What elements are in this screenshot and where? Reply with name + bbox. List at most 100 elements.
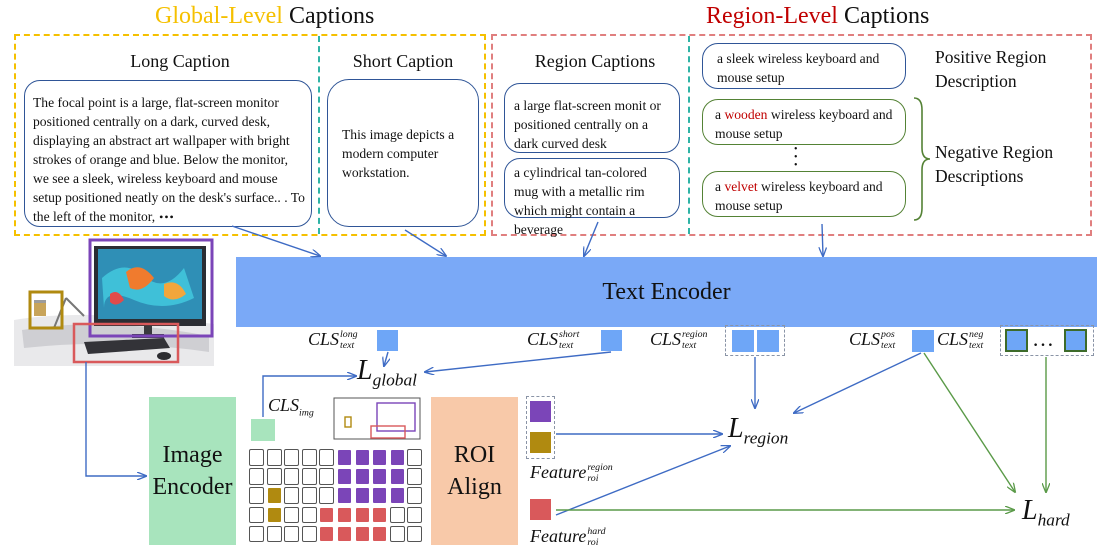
feature-cell	[266, 468, 282, 485]
roi-align-line1: ROI	[453, 442, 496, 468]
roi-align-line2: Align	[447, 474, 502, 500]
feature-cell	[319, 487, 335, 505]
feature-cell	[249, 487, 265, 505]
negative-2-prefix: a	[715, 179, 725, 194]
feature-cell	[354, 468, 370, 485]
feature-cell	[372, 525, 388, 543]
feature-cell	[354, 449, 370, 466]
cls-text-short-square	[601, 330, 622, 351]
positive-region-text: a sleek wireless keyboard and mouse setu…	[717, 51, 880, 85]
feature-cell	[407, 506, 423, 524]
loss-global: Lglobal	[357, 355, 417, 390]
cls-img-label: CLSimg	[268, 395, 314, 419]
positive-label-line1: Positive Region	[935, 47, 1047, 67]
loss-region: Lregion	[728, 413, 789, 448]
loss-hard: Lhard	[1022, 495, 1070, 530]
cls-text-region-square-2	[757, 330, 779, 352]
negative-brace	[913, 97, 931, 221]
feature-cell	[284, 468, 300, 485]
long-caption-box: The focal point is a large, flat-screen …	[24, 80, 312, 227]
feature-cell	[284, 525, 300, 543]
negative-2-word: velvet	[724, 179, 758, 194]
feature-cell	[337, 506, 353, 524]
short-caption-box: This image depicts a modern computer wor…	[327, 79, 479, 227]
negative-region-box-2: a velvet wireless keyboard and mouse set…	[702, 171, 906, 217]
cls-text-pos-square	[912, 330, 934, 352]
feature-cell	[266, 506, 282, 524]
region-level-highlight: Region-Level	[706, 3, 838, 29]
region-caption-2: a cylindrical tan-colored mug with a met…	[504, 158, 680, 237]
negative-vertical-dots: • • •	[794, 144, 798, 171]
image-encoder-line2: Encoder	[152, 474, 233, 500]
feature-cell	[389, 449, 405, 466]
negative-region-label: Negative Region Descriptions	[935, 140, 1053, 188]
mini-region-boxes	[333, 397, 421, 440]
feature-cell	[284, 449, 300, 466]
feature-cell	[319, 525, 335, 543]
feature-cell	[301, 525, 317, 543]
feature-cell	[354, 525, 370, 543]
feature-cell	[407, 468, 423, 485]
feature-cell	[249, 525, 265, 543]
roi-align: ROI Align	[431, 397, 518, 545]
feature-cell	[372, 506, 388, 524]
feature-cell	[301, 506, 317, 524]
text-encoder: Text Encoder	[236, 257, 1097, 327]
feature-cell	[389, 506, 405, 524]
feature-cell	[407, 449, 423, 466]
feature-grid	[249, 449, 425, 545]
short-caption-title: Short Caption	[352, 51, 454, 71]
feature-cell	[319, 506, 335, 524]
region-roi-group	[526, 396, 555, 459]
long-caption-text: The focal point is a large, flat-screen …	[33, 95, 305, 224]
short-caption-text: This image depicts a modern computer wor…	[342, 127, 455, 180]
image-encoder: Image Encoder	[149, 397, 236, 545]
feature-cell	[249, 506, 265, 524]
cls-text-region-square-1	[732, 330, 754, 352]
text-encoder-label: Text Encoder	[602, 278, 731, 305]
negative-label-line2: Descriptions	[935, 166, 1024, 186]
cls-text-neg-ellipsis: …	[1032, 326, 1054, 351]
feature-cell	[372, 468, 388, 485]
region-caption-1-text: a large flat-screen monit or positioned …	[514, 98, 661, 151]
region-captions-title: Region Captions	[534, 51, 656, 71]
cls-text-neg-square-1	[1005, 329, 1028, 352]
long-caption-ellipsis: •••	[159, 210, 175, 224]
feature-cell	[319, 468, 335, 485]
feature-cell	[354, 487, 370, 505]
feature-cell	[337, 487, 353, 505]
feature-cell	[407, 525, 423, 543]
region-caption-1: a large flat-screen monit or positioned …	[504, 83, 680, 153]
global-level-highlight: Global-Level	[155, 3, 283, 29]
feature-cell	[301, 449, 317, 466]
feature-cell	[301, 487, 317, 505]
region-divider	[688, 36, 690, 234]
negative-1-suffix: wireless keyboard and mouse setup	[715, 107, 893, 141]
feature-cell	[249, 468, 265, 485]
region-roi-feature-purple	[530, 401, 551, 422]
positive-label-line2: Description	[935, 71, 1017, 91]
negative-label-line1: Negative Region	[935, 142, 1054, 162]
feature-cell	[354, 506, 370, 524]
feature-cell	[284, 487, 300, 505]
cls-text-long-square	[377, 330, 398, 351]
region-level-header: Region-Level Captions	[706, 3, 929, 30]
region-level-rest: Captions	[837, 3, 930, 29]
feature-cell	[284, 506, 300, 524]
feature-cell	[301, 468, 317, 485]
hard-roi-feature	[530, 499, 551, 520]
global-level-header: Global-Level Captions	[155, 3, 374, 30]
negative-region-box-1: a wooden wireless keyboard and mouse set…	[702, 99, 906, 145]
cls-text-neg-square-2	[1064, 329, 1087, 352]
cls-text-region-group	[725, 325, 785, 356]
region-caption-2-text: a cylindrical tan-colored mug with a met…	[514, 165, 647, 237]
negative-1-word: wooden	[724, 107, 768, 122]
